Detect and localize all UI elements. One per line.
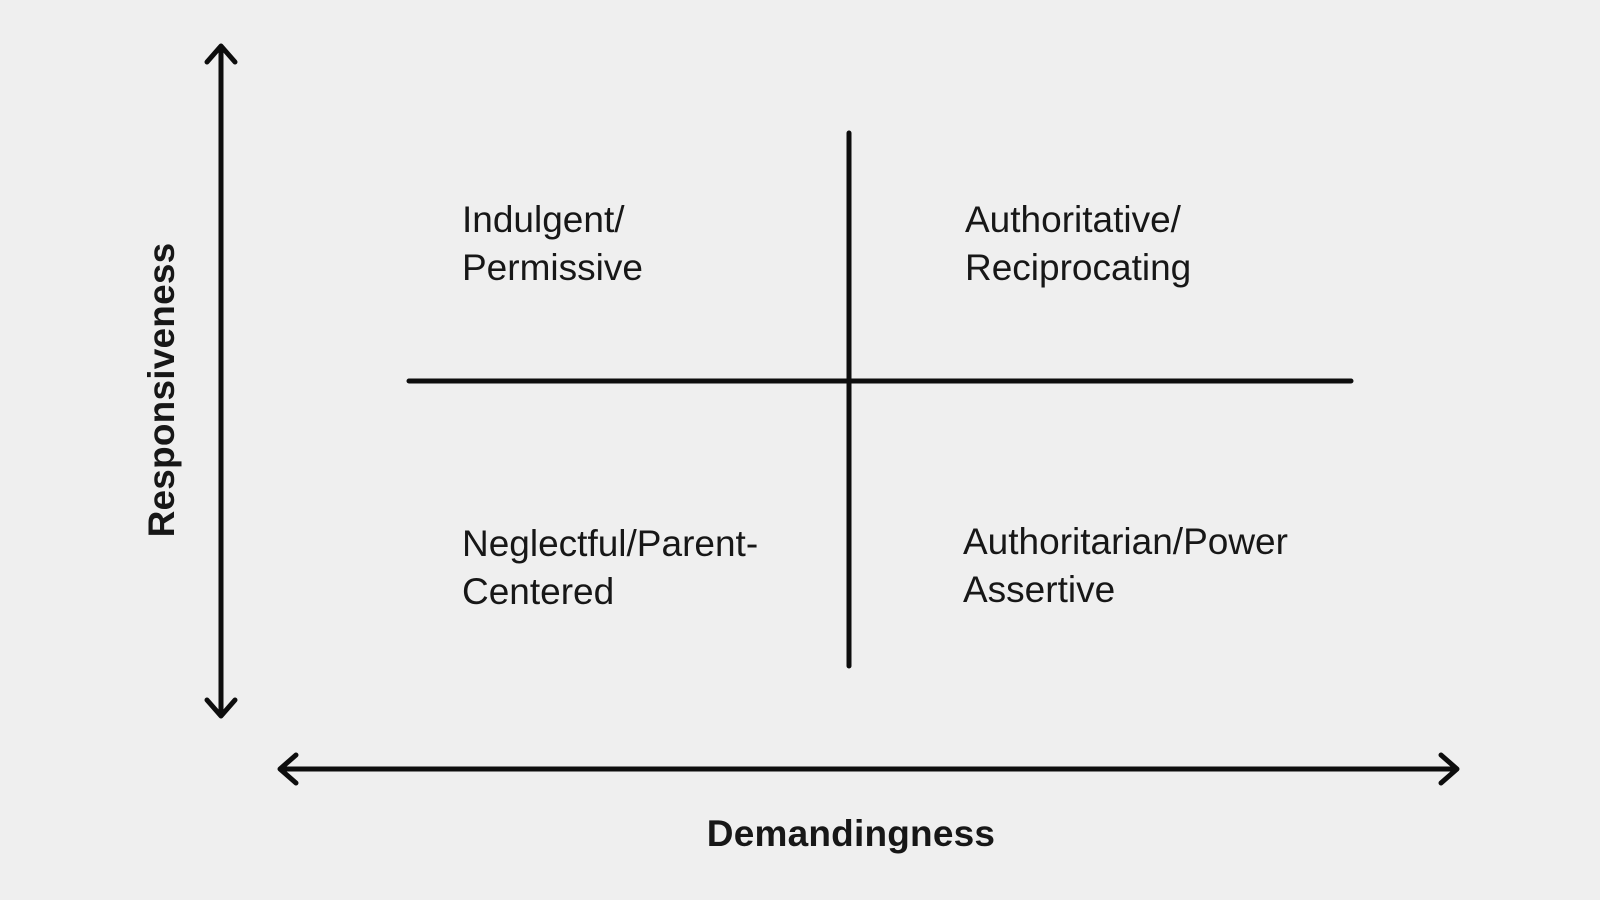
quadrant-label-bottom-right-line2: Assertive — [963, 569, 1116, 610]
quadrant-label-bottom-left-line2: Centered — [462, 571, 615, 612]
quadrant-label-top-right: Authoritative/ Reciprocating — [965, 196, 1191, 292]
quadrant-label-top-left: Indulgent/ Permissive — [462, 196, 643, 292]
quadrant-label-top-left-line1: Indulgent/ — [462, 199, 625, 240]
quadrant-label-bottom-left-line1: Neglectful/Parent- — [462, 523, 759, 564]
quadrant-label-top-left-line2: Permissive — [462, 247, 643, 288]
quadrant-label-bottom-left: Neglectful/Parent- Centered — [462, 520, 758, 616]
x-axis-label: Demandingness — [706, 813, 996, 854]
quadrant-label-bottom-right-line1: Authoritarian/Power — [963, 521, 1288, 562]
y-axis-arrowhead-down-icon — [204, 697, 238, 719]
y-axis-label: Responsiveness — [141, 242, 182, 538]
quadrant-label-top-right-line1: Authoritative/ — [965, 199, 1181, 240]
quadrant-label-bottom-right: Authoritarian/Power Assertive — [963, 518, 1288, 614]
x-axis-arrowhead-left-icon — [277, 752, 299, 786]
y-axis-arrowhead-up-icon — [204, 43, 238, 65]
quadrant-label-top-right-line2: Reciprocating — [965, 247, 1192, 288]
x-axis-arrowhead-right-icon — [1438, 752, 1460, 786]
